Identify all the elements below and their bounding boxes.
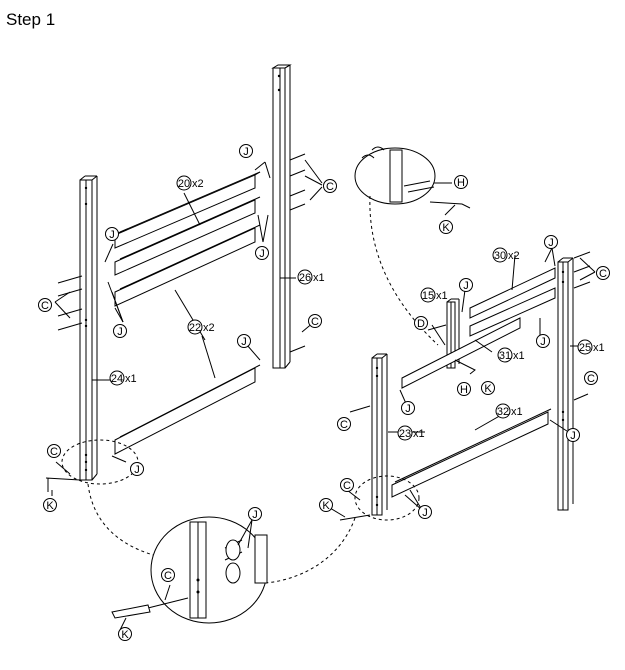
- label-h: H: [457, 177, 465, 189]
- label-k: K: [46, 500, 54, 512]
- part-25-qty: x1: [593, 342, 605, 354]
- label-j: J: [117, 326, 123, 338]
- screws-right: [289, 153, 306, 353]
- zoom-callout-top: [354, 146, 471, 216]
- label-j: J: [548, 237, 554, 249]
- rail-22-lower: [114, 364, 261, 455]
- part-22-qty: x2: [203, 322, 215, 334]
- part-30-qty: x2: [508, 250, 520, 262]
- label-h: H: [460, 384, 468, 396]
- post-26: [271, 64, 292, 369]
- label-j: J: [109, 229, 115, 241]
- rail-20-upper: [114, 171, 261, 249]
- label-c: C: [164, 570, 172, 582]
- label-k: K: [484, 383, 492, 395]
- right-frame: [324, 247, 596, 521]
- part-32-number: 32: [497, 406, 509, 418]
- label-j: J: [540, 336, 546, 348]
- part-31-number: 31: [499, 350, 511, 362]
- label-c: C: [41, 300, 49, 312]
- callout-letters: [38, 144, 610, 641]
- label-j: J: [243, 146, 249, 158]
- screws-left: [57, 275, 83, 331]
- label-d: D: [417, 318, 425, 330]
- post-25: [557, 257, 574, 511]
- post-23: [371, 353, 388, 516]
- label-c: C: [587, 373, 595, 385]
- part-32-qty: x1: [511, 406, 523, 418]
- part-26-number: 26: [299, 272, 311, 284]
- part-callouts: [109, 175, 593, 441]
- label-c: C: [343, 480, 351, 492]
- part-24-number: 24: [111, 373, 123, 385]
- part-15-qty: x1: [436, 290, 448, 302]
- step-title: Step 1: [6, 10, 56, 29]
- label-k: K: [322, 500, 330, 512]
- part-25-number: 25: [579, 342, 591, 354]
- post-15: [446, 298, 460, 369]
- label-j: J: [134, 464, 140, 476]
- label-k: K: [121, 629, 129, 641]
- label-k: K: [442, 222, 450, 234]
- label-j: J: [241, 336, 247, 348]
- part-31-qty: x1: [513, 350, 525, 362]
- label-j: J: [252, 509, 258, 521]
- part-24-qty: x1: [125, 373, 137, 385]
- label-j: J: [570, 430, 576, 442]
- zoom-callout-left-small: [61, 439, 139, 485]
- part-26-qty: x1: [313, 272, 325, 284]
- left-frame: [45, 64, 323, 496]
- label-c: C: [50, 446, 58, 458]
- part-30-number: 30: [494, 250, 506, 262]
- part-23-qty: x1: [413, 428, 425, 440]
- rail-20-mid: [114, 196, 261, 276]
- part-22-number: 22: [189, 322, 201, 334]
- part-15-number: 15: [422, 290, 434, 302]
- part-23-number: 23: [399, 428, 411, 440]
- post-24: [79, 175, 98, 481]
- label-j: J: [422, 507, 428, 519]
- label-j: J: [405, 403, 411, 415]
- part-20-qty: x2: [192, 178, 204, 190]
- part-20-number: 20: [178, 178, 190, 190]
- zoom-callout-right-small: [354, 475, 420, 521]
- label-j: J: [463, 280, 469, 292]
- label-c: C: [311, 316, 319, 328]
- zoom-callout-bottom: [111, 516, 268, 631]
- label-c: C: [340, 419, 348, 431]
- label-c: C: [599, 268, 607, 280]
- label-c: C: [326, 181, 334, 193]
- label-j: J: [259, 248, 265, 260]
